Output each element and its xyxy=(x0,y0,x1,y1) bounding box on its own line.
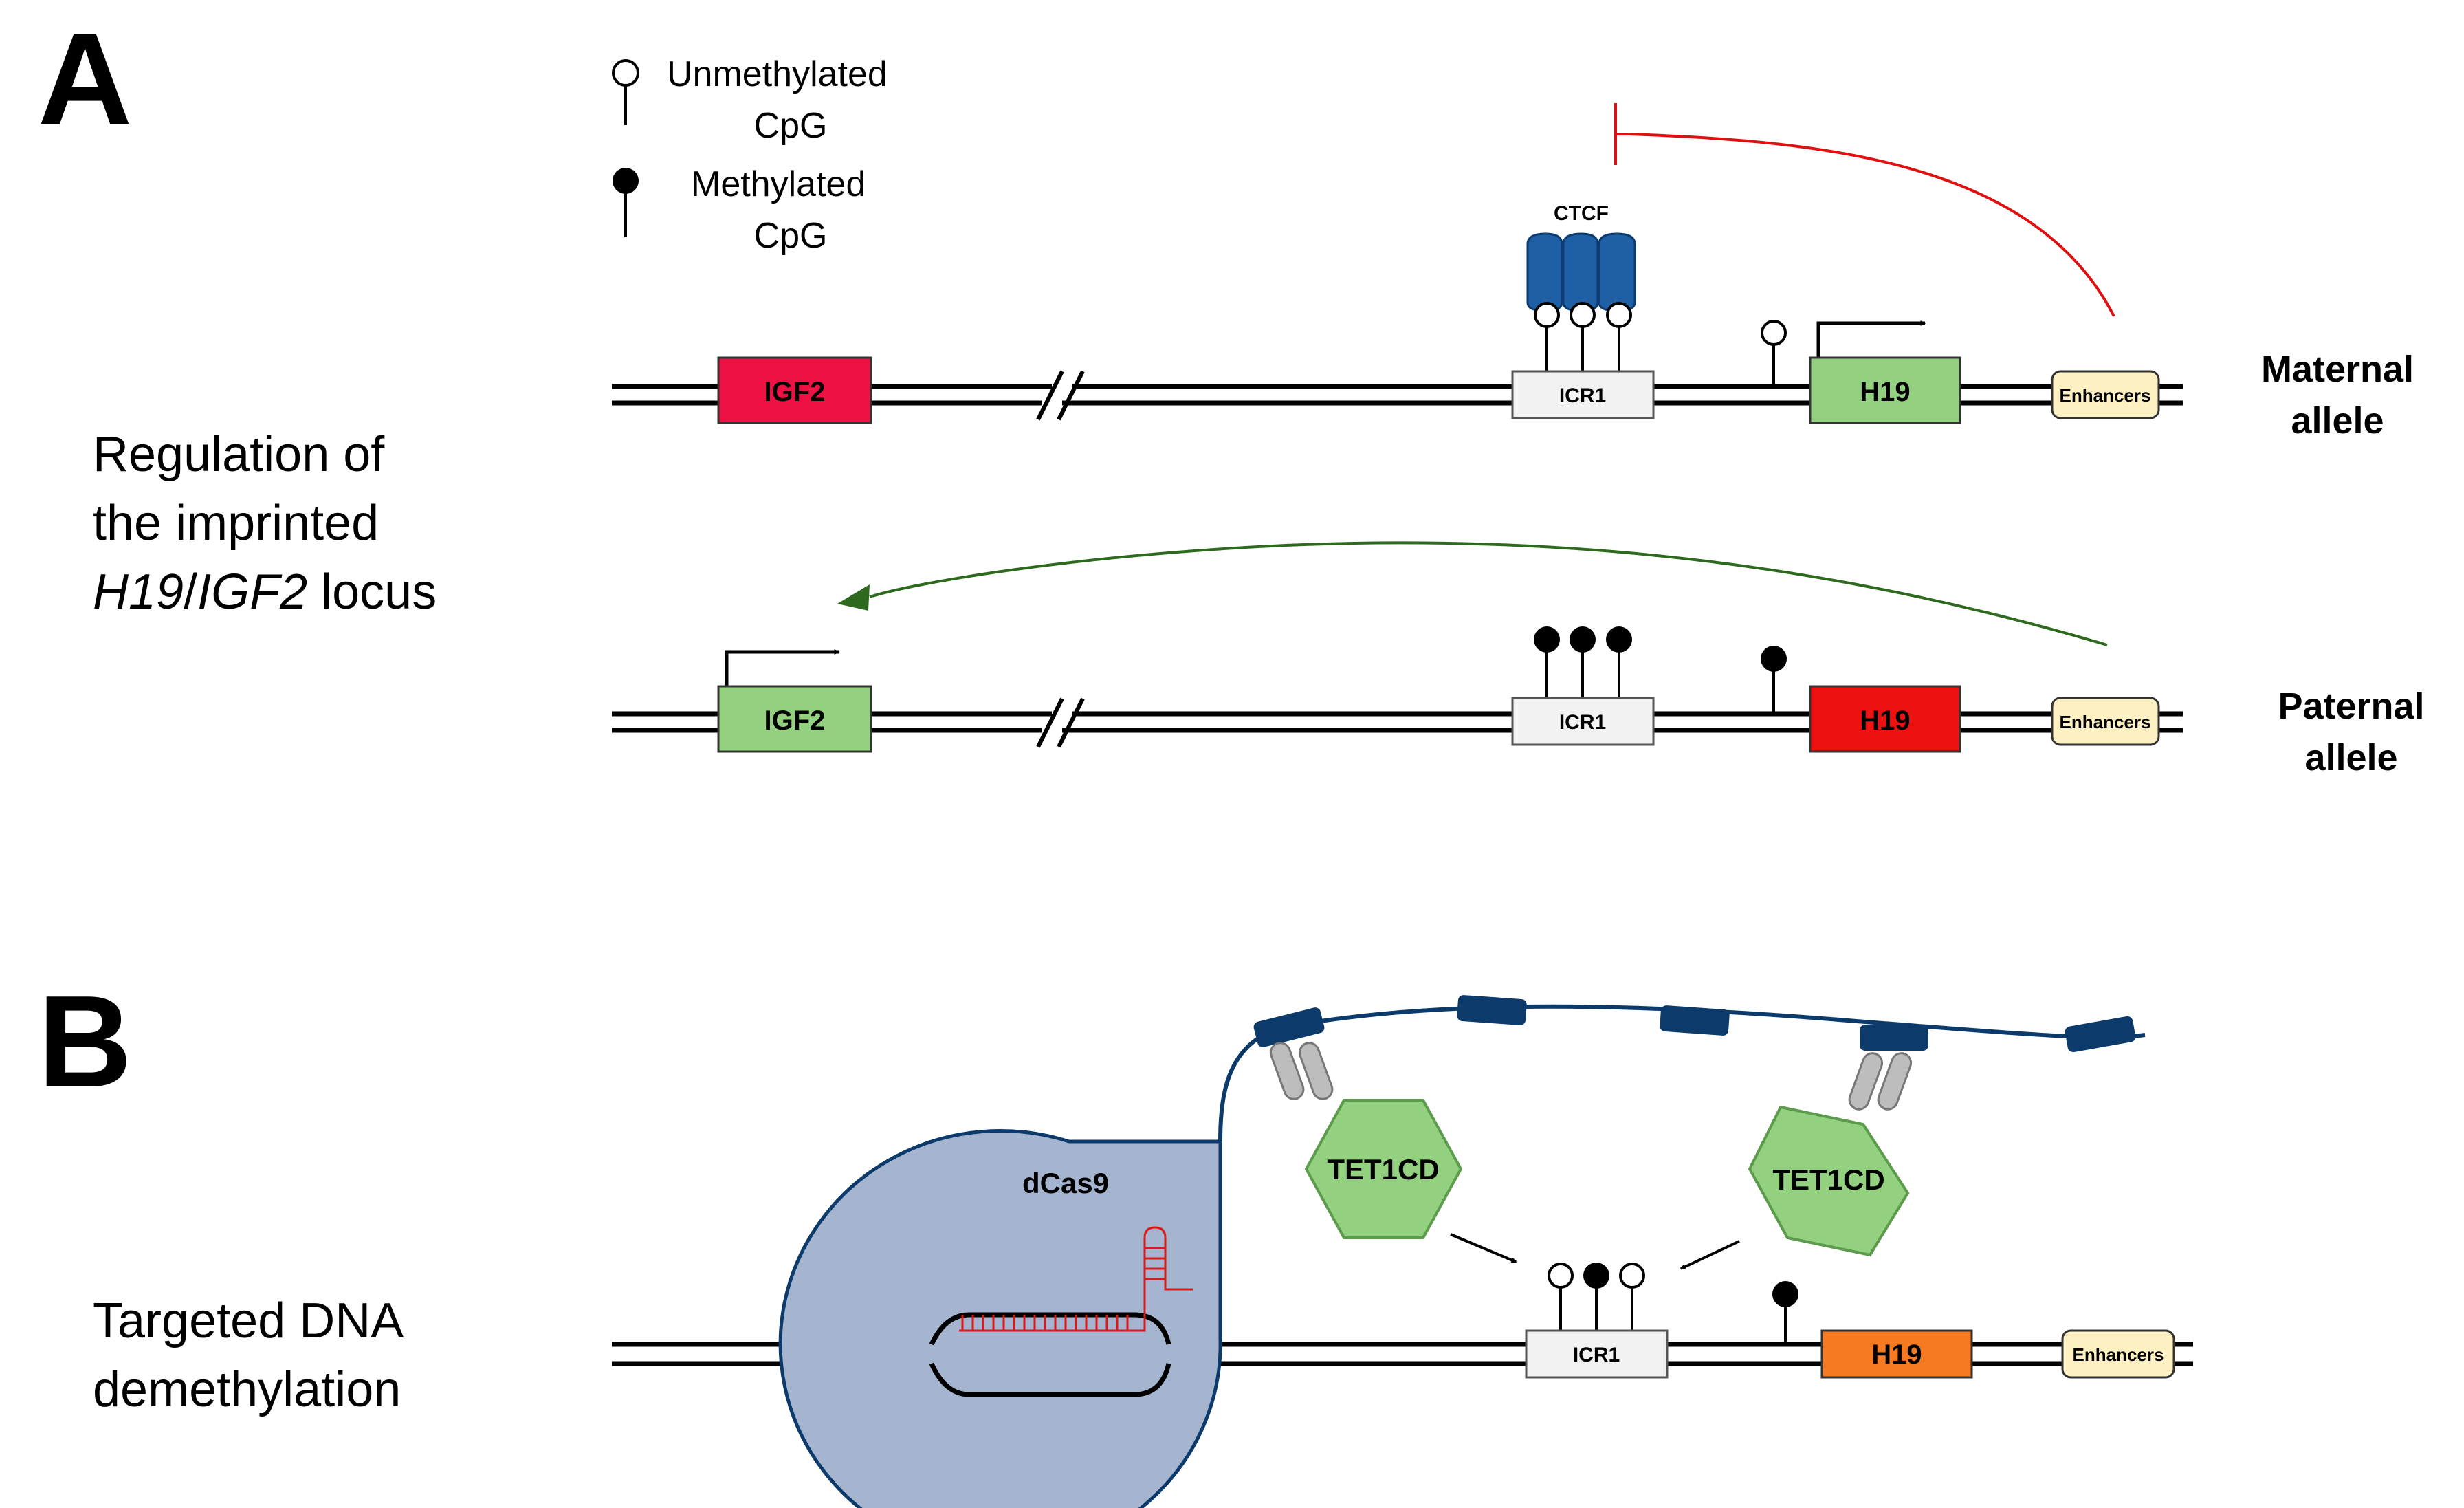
panel-b-title-line2: demethylation xyxy=(93,1362,401,1417)
break-mark xyxy=(1036,697,1064,748)
enhancers-label: Enhancers xyxy=(2060,385,2151,406)
enhancer-block-arrow xyxy=(1629,133,2115,317)
panel-a-title-line1: Regulation of xyxy=(93,427,385,482)
dcas9-label: dCas9 xyxy=(1022,1167,1109,1199)
paternal-allele: IGF2 ICR1 H19 Enhancers Paternal allele xyxy=(612,541,2425,778)
legend-unmethylated-line1: Unmethylated xyxy=(667,54,888,94)
epitope-block xyxy=(1457,995,1527,1025)
tet1cd-left xyxy=(1304,1099,1463,1239)
panel-b-letter: B xyxy=(38,969,132,1115)
methylated-cpg-icon xyxy=(1772,1281,1798,1307)
transcription-start-arrow xyxy=(1816,320,1926,358)
maternal-label-line2: allele xyxy=(2291,400,2384,441)
enhancers-box xyxy=(2051,370,2160,419)
arrowhead-icon xyxy=(837,584,870,611)
icr1-box xyxy=(1511,697,1655,746)
legend-methylated-line1: Methylated xyxy=(691,164,866,204)
methylated-cpg-icon xyxy=(613,168,639,194)
h19-gene-box xyxy=(1809,685,1961,753)
paternal-label-line2: allele xyxy=(2304,737,2397,778)
ctcf-protein: CTCF xyxy=(1526,202,1636,312)
unmethylated-cpg-icon xyxy=(1534,302,1560,328)
panel-b-title-line1: Targeted DNA xyxy=(93,1293,404,1348)
enhancers-box xyxy=(2051,697,2160,746)
title-sep: / xyxy=(184,565,197,620)
igf2-gene-box xyxy=(717,356,872,424)
paternal-label-line1: Paternal xyxy=(2278,686,2424,727)
methylated-cpg-icon xyxy=(1606,626,1632,653)
maternal-label-line1: Maternal xyxy=(2261,349,2414,390)
legend: Unmethylated CpG Methylated CpG xyxy=(612,54,888,256)
unmethylated-cpg-icon xyxy=(1606,302,1632,328)
methylated-cpg-icon xyxy=(1761,646,1787,672)
enhancer-activation-arrow xyxy=(869,541,2108,646)
legend-methylated-line2: CpG xyxy=(754,216,828,256)
guide-rna xyxy=(959,1226,1193,1332)
unmethylated-cpg-icon xyxy=(1619,1263,1645,1289)
scfv-left-icon xyxy=(1269,1042,1334,1100)
icr1-label: ICR1 xyxy=(1559,711,1606,734)
title-suffix: locus xyxy=(307,565,437,620)
epitope-block xyxy=(1253,1007,1325,1047)
tet1cd-right-label: TET1CD xyxy=(1772,1163,1884,1196)
maternal-allele: IGF2 CTCF ICR1 H19 Enhancers Maternal al… xyxy=(612,103,2414,441)
unmethylated-cpg-icon xyxy=(1548,1263,1574,1289)
dna-bubble-bottom xyxy=(929,1362,1172,1397)
igf2-label: IGF2 xyxy=(764,706,826,736)
scfv-right-icon xyxy=(1848,1052,1913,1111)
panel-b-construct: dCas9 xyxy=(612,995,2193,1508)
h19-gene-box xyxy=(1809,356,1961,424)
epitope-block xyxy=(1860,1025,1928,1051)
title-gene-h19: H19 xyxy=(93,565,184,620)
legend-unmethylated-line2: CpG xyxy=(754,106,828,146)
unmethylated-cpg-icon xyxy=(612,59,639,87)
ctcf-label: CTCF xyxy=(1554,202,1609,225)
tet1cd-left-label: TET1CD xyxy=(1327,1153,1439,1185)
linker-chain xyxy=(1218,1004,2146,1142)
h19-label: H19 xyxy=(1860,706,1910,736)
dcas9-protein xyxy=(778,1129,1222,1508)
demethylation-arrow xyxy=(1450,1233,1517,1263)
methylated-cpg-icon xyxy=(1570,626,1596,653)
dna-bubble-top xyxy=(929,1312,1172,1346)
epitope-block xyxy=(1660,1005,1730,1036)
tet1cd-right xyxy=(1748,1105,1910,1257)
icr1-box xyxy=(1525,1329,1669,1379)
panel-a-letter: A xyxy=(38,6,132,152)
methylated-cpg-icon xyxy=(1534,626,1560,653)
transcription-start-arrow xyxy=(725,649,840,686)
enhancers-label: Enhancers xyxy=(2073,1344,2164,1365)
break-mark xyxy=(1036,370,1064,421)
h19-gene-box xyxy=(1820,1329,1973,1379)
igf2-gene-box xyxy=(717,685,872,753)
h19-label: H19 xyxy=(1871,1340,1922,1370)
panel-a-title-line2: the imprinted xyxy=(93,496,379,551)
unmethylated-cpg-icon xyxy=(1570,302,1596,328)
demethylation-arrow xyxy=(1680,1240,1740,1270)
epitope-block xyxy=(2065,1016,2136,1053)
icr1-box xyxy=(1511,370,1655,419)
h19-label: H19 xyxy=(1860,377,1910,407)
panel-a-title-line3: H19/IGF2 locus xyxy=(93,565,437,620)
title-gene-igf2: IGF2 xyxy=(197,565,307,620)
enhancers-label: Enhancers xyxy=(2060,712,2151,732)
methylated-cpg-icon xyxy=(1583,1263,1609,1289)
icr1-label: ICR1 xyxy=(1573,1344,1620,1366)
enhancers-box xyxy=(2061,1329,2175,1379)
igf2-label: IGF2 xyxy=(764,377,826,407)
unmethylated-cpg-icon xyxy=(1761,320,1787,346)
icr1-label: ICR1 xyxy=(1559,384,1606,407)
